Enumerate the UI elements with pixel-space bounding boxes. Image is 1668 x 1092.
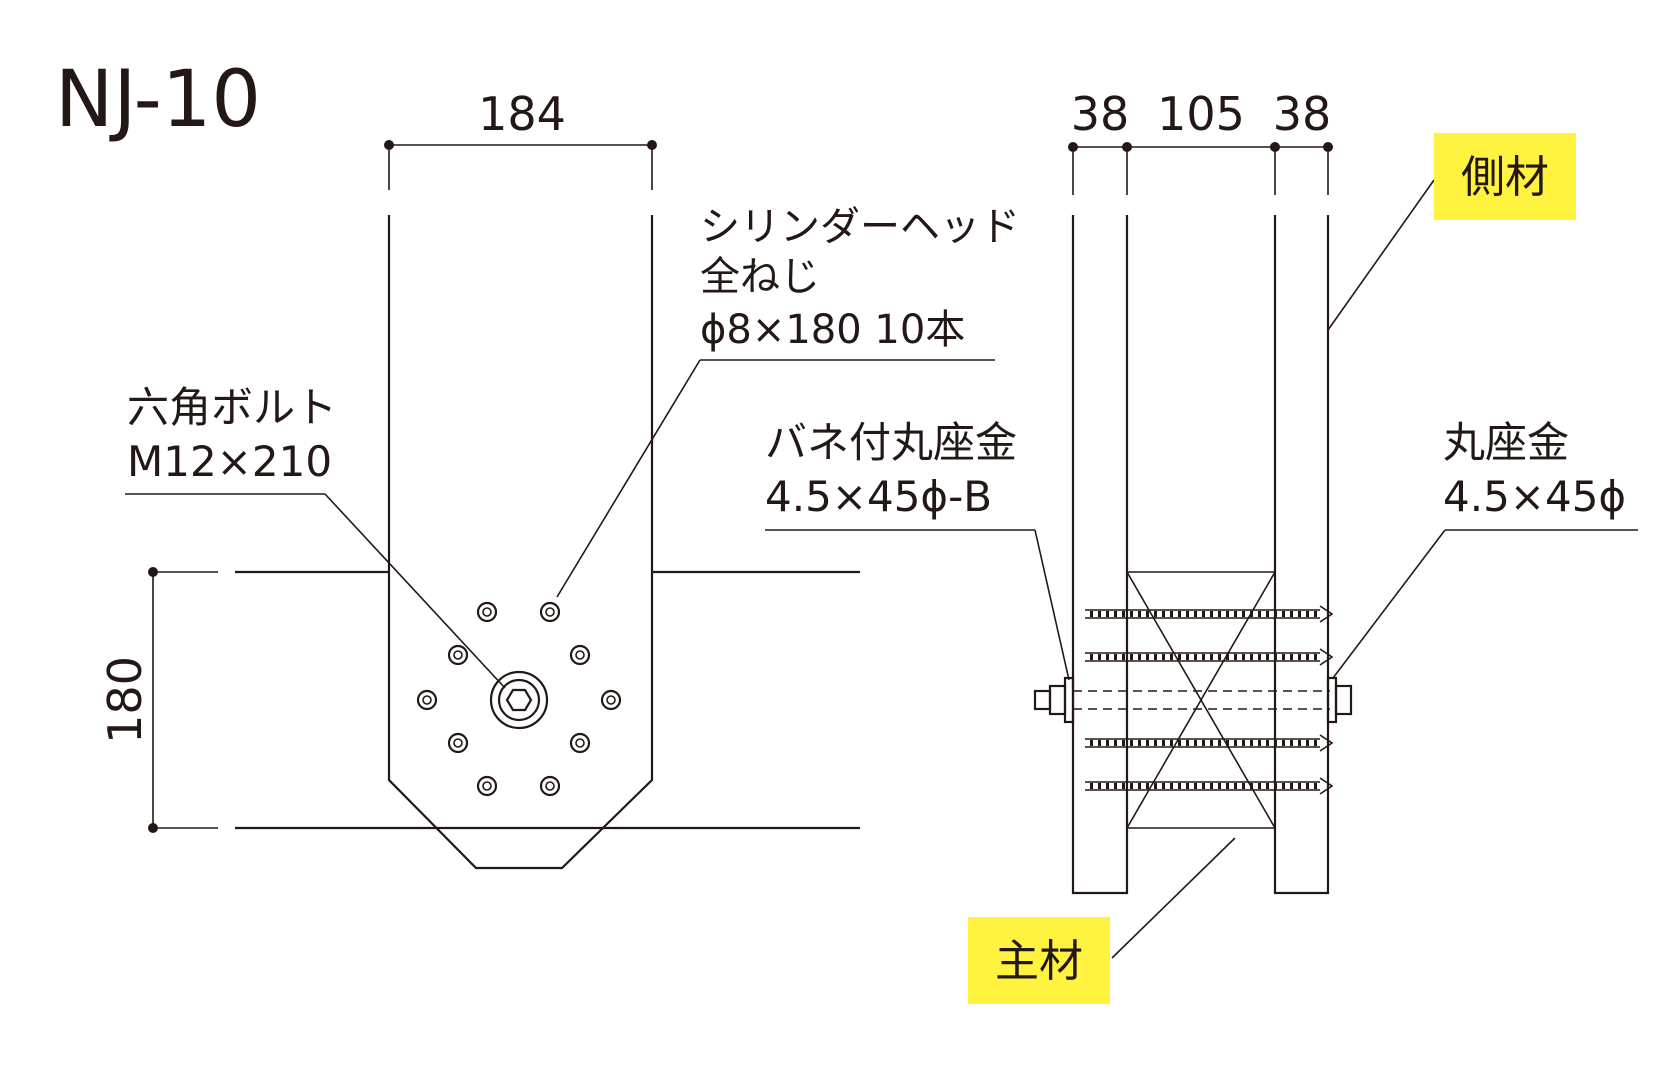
screw-holes [416, 601, 622, 797]
hex-bolt-icon [489, 670, 549, 730]
label-washer-type: 丸座金 [1443, 418, 1569, 467]
leader-main-member [1111, 837, 1236, 959]
main-beam-front [235, 570, 860, 830]
main-member-highlight [968, 917, 1110, 1004]
screw-hole [447, 644, 469, 666]
dimension-member-widths: 38 105 38 [1068, 87, 1333, 195]
label-screw-thread: 全ねじ [700, 254, 820, 300]
label-bolt-spec: M12×210 [127, 437, 332, 486]
screw-hole [539, 775, 561, 797]
screw-icon [1085, 605, 1334, 623]
leader-bolt [125, 493, 506, 689]
screw-hole [476, 775, 498, 797]
label-screw-spec: ϕ8×180 10本 [700, 307, 965, 353]
label-washer-spec: 4.5×45ϕ [1443, 472, 1626, 521]
screw-hole [600, 689, 622, 711]
screws-side-view [1085, 605, 1334, 795]
screw-hole [539, 601, 561, 623]
screw-icon [1085, 777, 1334, 795]
label-bolt-type: 六角ボルト [127, 383, 337, 432]
screw-icon [1085, 734, 1334, 752]
screw-hole [447, 732, 469, 754]
drawing-title: NJ-10 [55, 55, 261, 145]
front-view: 184 180 [98, 87, 1020, 870]
screw-hole [569, 732, 591, 754]
nut-right-icon [1334, 684, 1353, 716]
side-member-highlight [1434, 133, 1576, 220]
bolt-side-view [1033, 676, 1353, 724]
dimension-label-38-left: 38 [1071, 87, 1130, 141]
washer-icon [1326, 676, 1338, 724]
leader-side-member [1327, 179, 1435, 331]
screw-icon [1085, 648, 1334, 666]
label-spring-washer-type: バネ付丸座金 [765, 418, 1017, 467]
screw-hole [476, 601, 498, 623]
screw-hole [416, 689, 438, 711]
dimension-label-184: 184 [478, 87, 566, 141]
label-main-member: 主材 [995, 936, 1083, 987]
screw-hole [569, 644, 591, 666]
side-view: 38 105 38 [765, 87, 1638, 1004]
leader-screw [556, 359, 995, 598]
label-screw-type: シリンダーヘッド [700, 204, 1020, 250]
side-member-left [1071, 215, 1129, 895]
leader-spring-washer [765, 529, 1070, 681]
label-spring-washer-spec: 4.5×45ϕ-B [765, 472, 992, 521]
nut-left-icon [1048, 684, 1067, 716]
dimension-beam-height: 180 [98, 567, 218, 833]
bolt-head-left-icon [1033, 689, 1052, 711]
dimension-label-180: 180 [98, 656, 152, 744]
leader-washer [1332, 529, 1638, 679]
side-member-right [1273, 215, 1330, 895]
connector-plate [387, 215, 654, 870]
dimension-label-105: 105 [1157, 87, 1245, 141]
dimension-plate-width: 184 [384, 87, 657, 190]
dimension-label-38-right: 38 [1273, 87, 1332, 141]
spring-washer-icon [1063, 676, 1075, 724]
label-side-member: 側材 [1461, 152, 1549, 203]
